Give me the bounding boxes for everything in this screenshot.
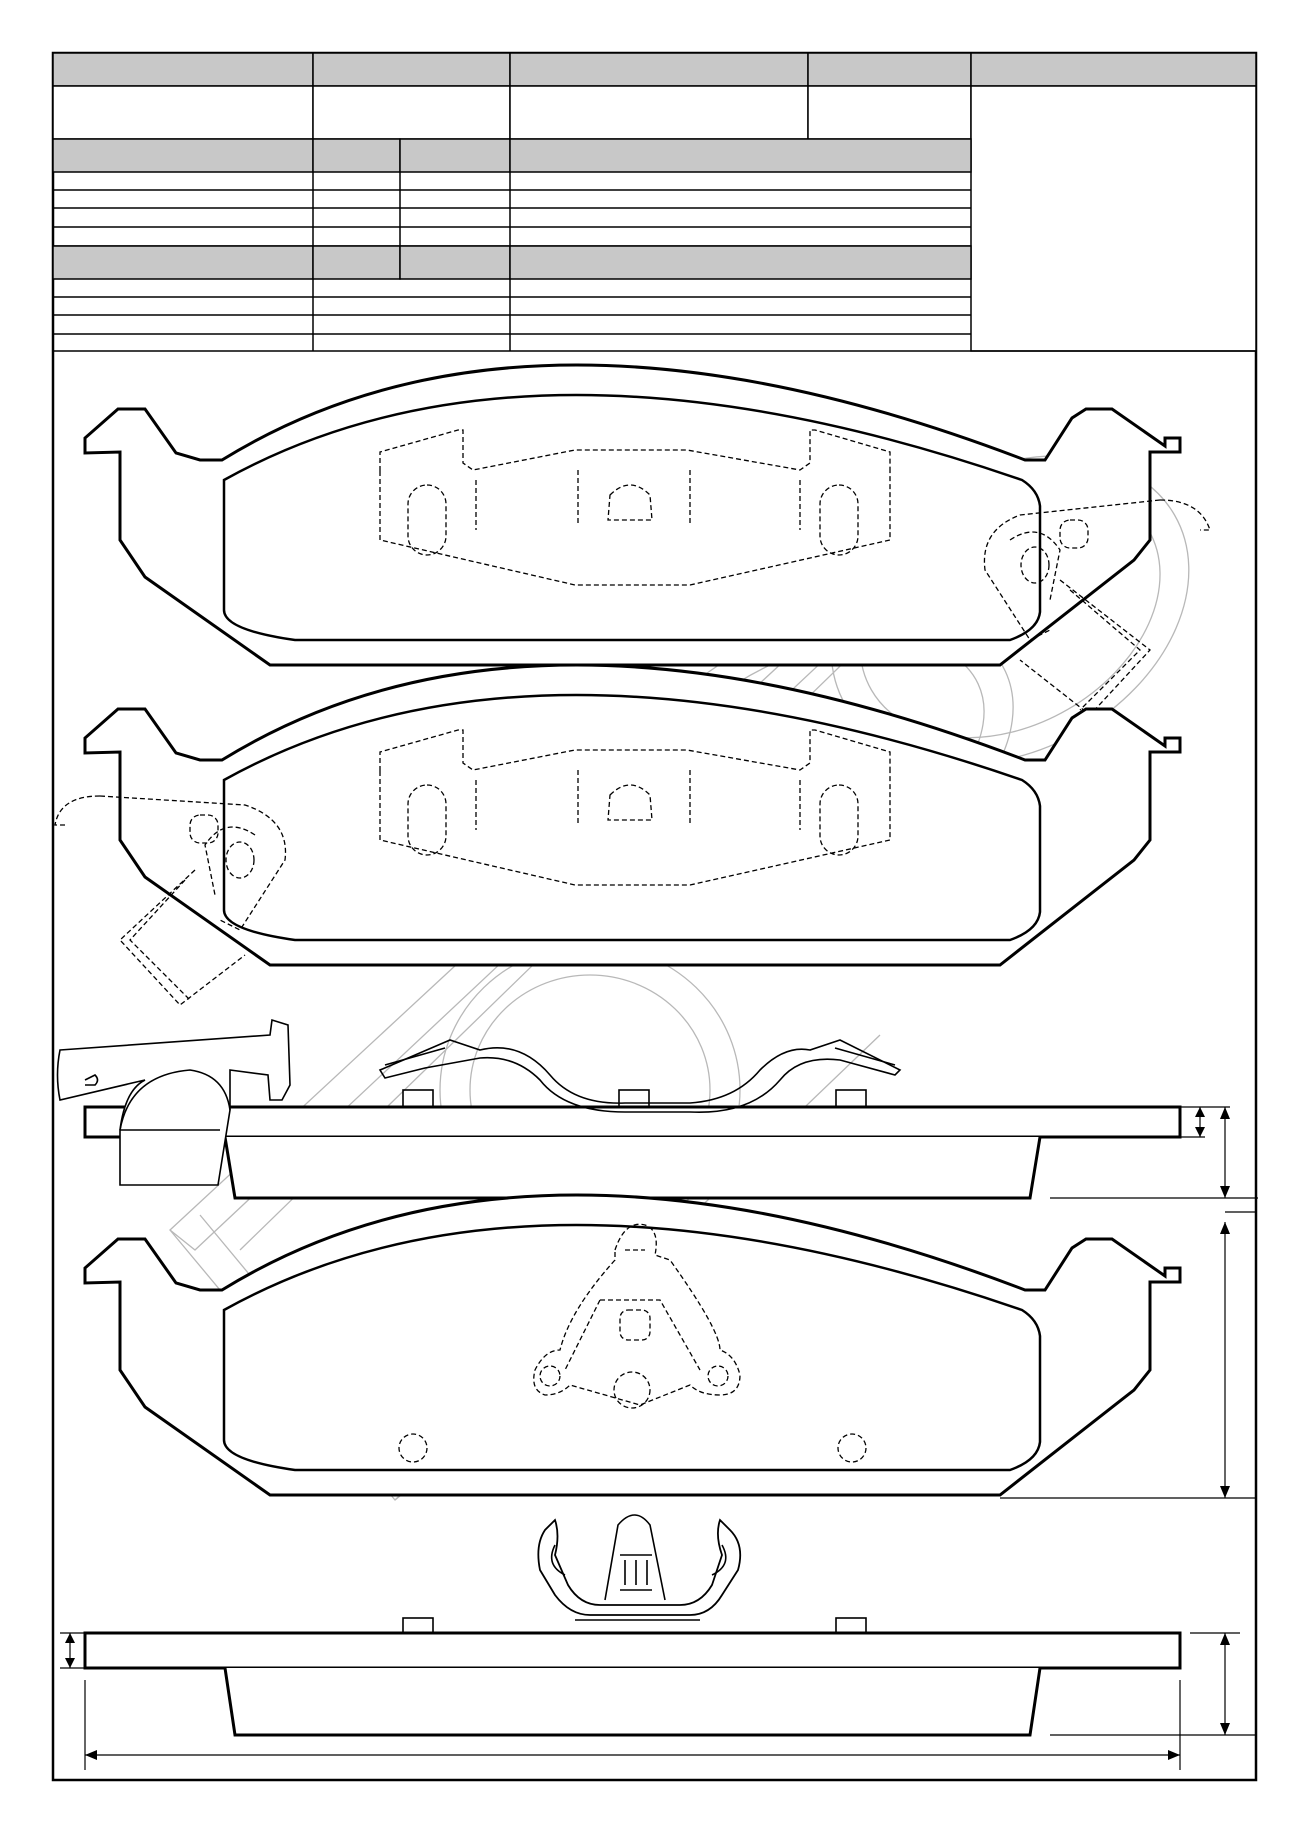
pad-view-top-1 <box>83 363 1211 716</box>
dimension-thickness-1 <box>1050 1106 1258 1199</box>
logo-area <box>970 85 1257 352</box>
dimension-plate-thickness <box>60 1632 85 1669</box>
backing-plate-side-2 <box>83 1631 1182 1670</box>
title-block <box>52 52 1257 352</box>
pad-side-view-1 <box>56 1018 1182 1200</box>
dimension-total-thickness <box>1050 1632 1256 1736</box>
wear-sensor-clip-right <box>983 499 1211 716</box>
header-cell-1 <box>52 52 314 87</box>
wear-sensor-clip-left <box>54 795 287 1006</box>
header-cell-2 <box>312 52 511 87</box>
friction-material-side-2 <box>223 1667 1042 1737</box>
header-cell-4 <box>807 52 972 87</box>
header-cell-3 <box>509 52 809 87</box>
center-spring-clip <box>537 1514 742 1621</box>
dimension-height <box>1000 1222 1256 1499</box>
friction-material-side <box>223 1136 1042 1200</box>
header-cell-5 <box>970 52 1257 87</box>
pad-view-top-2 <box>54 663 1182 1006</box>
pad-view-front <box>83 1193 1182 1497</box>
pad-side-view-2 <box>83 1617 1182 1737</box>
dimension-length <box>84 1680 1181 1770</box>
